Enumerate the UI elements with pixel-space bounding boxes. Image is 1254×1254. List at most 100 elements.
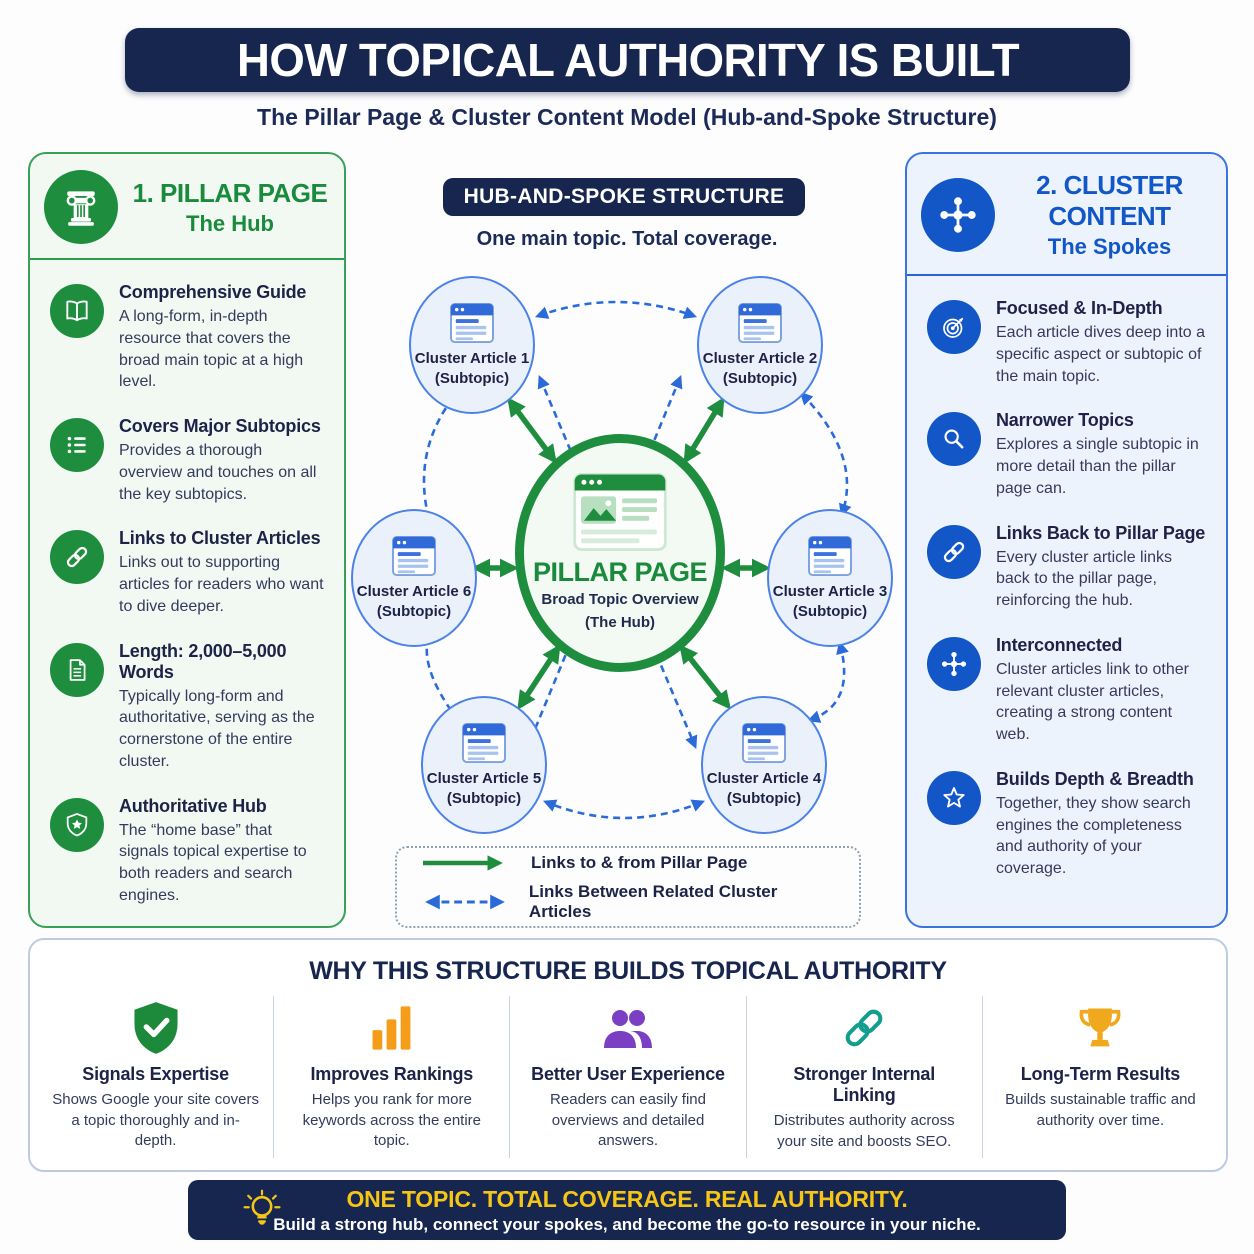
pillar-item-length: Length: 2,000–5,000 Words Typically long…	[50, 641, 324, 773]
item-title: Builds Depth & Breadth	[996, 768, 1194, 789]
cluster-label: Cluster Article 1	[414, 350, 530, 367]
shield-star-icon	[50, 797, 104, 852]
item-text: A long-form, in-depth resource that cove…	[119, 308, 304, 391]
hub-line2: (The Hub)	[585, 613, 655, 631]
cluster-article-3: Cluster Article 3 (Subtopic)	[767, 509, 893, 647]
why-text: Distributes authority across your site a…	[773, 1112, 955, 1150]
chain-link-icon	[50, 530, 104, 585]
pillar-item-comprehensive-guide: Comprehensive Guide A long-form, in-dept…	[50, 282, 324, 393]
webpage-icon	[391, 535, 437, 577]
lightbulb-icon	[240, 1188, 284, 1232]
webpage-icon	[737, 302, 783, 344]
hub-and-spoke-badge: HUB-AND-SPOKE STRUCTURE	[443, 178, 805, 216]
cluster-sublabel: (Subtopic)	[722, 369, 798, 387]
cluster-content-panel: 2. CLUSTER CONTENT The Spokes Focused & …	[905, 152, 1228, 928]
item-title: Focused & In-Depth	[996, 298, 1163, 318]
item-text: Each article dives deep into a specific …	[996, 324, 1206, 385]
item-title: Covers Major Subtopics	[119, 416, 321, 436]
why-col-user-experience: Better User Experience Readers can easil…	[509, 996, 745, 1158]
cluster-item-links-back: Links Back to Pillar Page Every cluster …	[927, 523, 1206, 612]
cluster-article-6: Cluster Article 6 (Subtopic)	[351, 509, 477, 647]
item-text: Together, they show search engines the c…	[996, 794, 1191, 877]
legend-row-pillar-links: Links to & from Pillar Page	[419, 853, 837, 873]
why-text: Shows Google your site covers a topic th…	[52, 1091, 259, 1150]
pillar-item-links-to-clusters: Links to Cluster Articles Links out to s…	[50, 528, 324, 617]
cluster-article-4: Cluster Article 4 (Subtopic)	[701, 696, 827, 834]
item-title: Length: 2,000–5,000 Words	[119, 640, 287, 682]
page-subtitle: The Pillar Page & Cluster Content Model …	[257, 104, 997, 130]
document-icon	[50, 642, 104, 697]
why-col-long-term-results: Long-Term Results Builds sustainable tra…	[981, 996, 1218, 1158]
cluster-article-5: Cluster Article 5 (Subtopic)	[421, 696, 547, 834]
hub-title: PILLAR PAGE	[532, 557, 708, 588]
cluster-article-2: Cluster Article 2 (Subtopic)	[697, 276, 823, 414]
cluster-panel-header: 2. CLUSTER CONTENT The Spokes	[907, 154, 1226, 276]
why-col-internal-linking: Stronger Internal Linking Distributes au…	[745, 996, 982, 1158]
star-icon	[927, 770, 981, 825]
target-icon	[927, 300, 981, 354]
item-text: Links out to supporting articles for rea…	[119, 554, 324, 615]
cluster-sublabel: (Subtopic)	[792, 602, 868, 620]
item-text: Every cluster article links back to the …	[996, 548, 1173, 610]
bar-chart-icon	[366, 1000, 418, 1056]
pillar-panel-header: 1. PILLAR PAGE The Hub	[30, 154, 344, 260]
cluster-label: Cluster Article 5	[426, 770, 542, 787]
why-title: Long-Term Results	[1020, 1064, 1181, 1084]
solid-green-arrow-icon	[423, 854, 503, 871]
pillar-page-hub: PILLAR PAGE Broad Topic Overview (The Hu…	[515, 434, 725, 672]
why-text: Readers can easily find overviews and de…	[550, 1091, 706, 1150]
item-text: Provides a thorough overview and touches…	[119, 442, 317, 503]
bullet-list-icon	[50, 418, 104, 472]
item-title: Interconnected	[996, 634, 1123, 655]
cluster-item-interconnected: Interconnected Cluster articles link to …	[927, 635, 1206, 746]
open-book-icon	[50, 284, 104, 338]
cluster-article-1: Cluster Article 1 (Subtopic)	[409, 276, 535, 414]
pillar-item-authoritative-hub: Authoritative Hub The “home base” that s…	[50, 796, 324, 907]
pillar-column-icon	[44, 170, 118, 244]
pillar-page-panel: 1. PILLAR PAGE The Hub Comprehensive Gui…	[28, 152, 346, 928]
cluster-sublabel: (Subtopic)	[446, 789, 522, 807]
pillar-item-covers-subtopics: Covers Major Subtopics Provides a thorou…	[50, 416, 324, 505]
why-text: Helps you rank for more keywords across …	[302, 1091, 482, 1150]
webpage-icon	[807, 535, 853, 577]
why-panel: WHY THIS STRUCTURE BUILDS TOPICAL AUTHOR…	[28, 938, 1228, 1172]
why-title: Stronger Internal Linking	[793, 1064, 936, 1105]
why-title: Improves Rankings	[310, 1064, 474, 1084]
trophy-icon	[1074, 1000, 1126, 1056]
webpage-icon	[573, 473, 667, 551]
legend-label: Links to & from Pillar Page	[531, 852, 748, 872]
why-title: Signals Expertise	[82, 1064, 229, 1084]
chain-link-icon	[927, 524, 981, 579]
footer-subtitle: Build a strong hub, connect your spokes,…	[273, 1214, 981, 1234]
cluster-sublabel: (Subtopic)	[376, 602, 452, 620]
shield-check-icon	[130, 1000, 182, 1056]
diagram-legend: Links to & from Pillar Page Links Betwee…	[395, 846, 861, 928]
hub-spoke-icon	[927, 636, 981, 691]
item-title: Authoritative Hub	[119, 795, 267, 816]
item-text: Cluster articles link to other relevant …	[996, 660, 1189, 743]
item-title: Links to Cluster Articles	[119, 528, 321, 549]
cluster-item-focused: Focused & In-Depth Each article dives de…	[927, 298, 1206, 387]
diagram-tagline: One main topic. Total coverage.	[476, 228, 778, 250]
hub-line1: Broad Topic Overview	[541, 591, 699, 609]
why-panel-title: WHY THIS STRUCTURE BUILDS TOPICAL AUTHOR…	[309, 957, 947, 985]
magnifier-icon	[927, 412, 981, 467]
cluster-item-narrower: Narrower Topics Explores a single subtop…	[927, 410, 1206, 499]
cluster-panel-subtitle: The Spokes	[1047, 234, 1172, 259]
cluster-label: Cluster Article 4	[706, 770, 822, 787]
footer-title: ONE TOPIC. TOTAL COVERAGE. REAL AUTHORIT…	[346, 1185, 908, 1212]
pillar-panel-subtitle: The Hub	[186, 210, 274, 236]
why-col-signals-expertise: Signals Expertise Shows Google your site…	[38, 996, 273, 1158]
item-title: Narrower Topics	[996, 410, 1134, 431]
why-title: Better User Experience	[531, 1064, 725, 1084]
footer-banner: ONE TOPIC. TOTAL COVERAGE. REAL AUTHORIT…	[188, 1180, 1066, 1240]
dashed-blue-arrow-icon	[425, 894, 505, 909]
hub-and-spoke-diagram: Cluster Article 1 (Subtopic) Cluster Art…	[350, 268, 910, 838]
webpage-icon	[741, 722, 787, 764]
cluster-panel-title: 2. CLUSTER CONTENT	[1036, 170, 1183, 231]
item-title: Links Back to Pillar Page	[996, 522, 1206, 543]
users-icon	[600, 1000, 656, 1056]
legend-row-cluster-links: Links Between Related Cluster Articles	[419, 882, 837, 922]
item-title: Comprehensive Guide	[119, 282, 307, 302]
chain-link-icon	[837, 1000, 891, 1056]
